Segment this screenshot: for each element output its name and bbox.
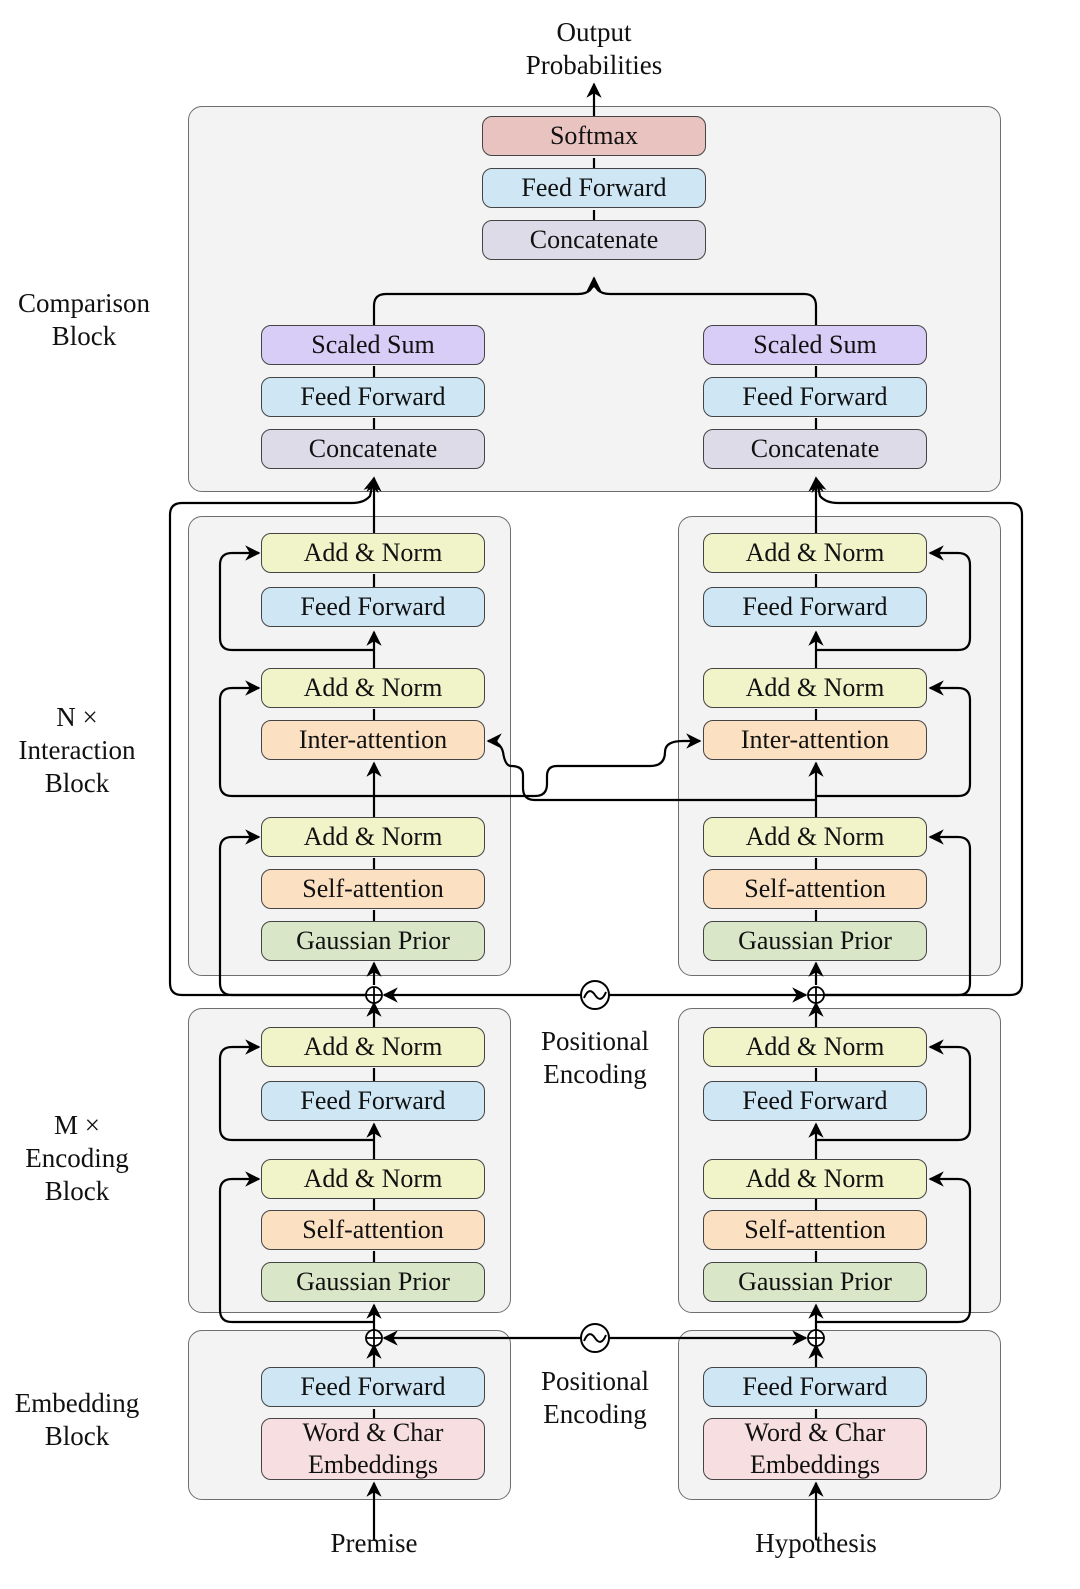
positional-encoding-label-lower: Positional Encoding: [515, 1365, 675, 1431]
sum-nodes: [365, 986, 825, 1347]
interaction-add-norm-2-right: Add & Norm: [703, 668, 927, 708]
softmax-block: Softmax: [482, 116, 706, 156]
embeddings-label-line-1: Word & Char: [302, 1418, 444, 1447]
encoding-gaussian-prior-left: Gaussian Prior: [261, 1262, 485, 1302]
output-probabilities-label: Output Probabilities: [494, 16, 694, 82]
interaction-feed-forward-right: Feed Forward: [703, 587, 927, 627]
output-label-line-1: Output: [556, 17, 632, 47]
comparison-concatenate-left: Concatenate: [261, 429, 485, 469]
interaction-add-norm-1-right: Add & Norm: [703, 817, 927, 857]
pe-label-line-2: Encoding: [543, 1399, 647, 1429]
premise-input-label: Premise: [330, 1528, 418, 1558]
comparison-block-label: Comparison Block: [4, 287, 164, 353]
interaction-add-norm-1-left: Add & Norm: [261, 817, 485, 857]
top-feed-forward-block: Feed Forward: [482, 168, 706, 208]
interaction-block-label: N × Interaction Block: [0, 701, 154, 800]
embedding-feed-forward-right: Feed Forward: [703, 1367, 927, 1407]
encoding-add-norm-2-left: Add & Norm: [261, 1027, 485, 1067]
comparison-label-line-2: Block: [51, 321, 117, 351]
output-label-line-2: Probabilities: [525, 50, 663, 80]
comparison-feed-forward-right: Feed Forward: [703, 377, 927, 417]
interaction-feed-forward-left: Feed Forward: [261, 587, 485, 627]
scaled-sum-right: Scaled Sum: [703, 325, 927, 365]
interaction-add-norm-2-left: Add & Norm: [261, 668, 485, 708]
comparison-concatenate-right: Concatenate: [703, 429, 927, 469]
embedding-block-label: Embedding Block: [0, 1387, 154, 1453]
encoding-label-line-3: Block: [44, 1176, 110, 1206]
word-char-embeddings-right: Word & Char Embeddings: [703, 1418, 927, 1480]
encoding-block-label: M × Encoding Block: [0, 1109, 154, 1208]
embedding-label-line-2: Block: [44, 1421, 110, 1451]
interaction-gaussian-prior-right: Gaussian Prior: [703, 921, 927, 961]
encoding-self-attention-left: Self-attention: [261, 1210, 485, 1250]
pe-label-line-1: Positional: [540, 1366, 649, 1396]
interaction-label-line-3: Block: [44, 768, 110, 798]
embeddings-label-line-1: Word & Char: [744, 1418, 886, 1447]
inter-attention-right: Inter-attention: [703, 720, 927, 760]
encoding-add-norm-2-right: Add & Norm: [703, 1027, 927, 1067]
encoding-add-norm-1-left: Add & Norm: [261, 1159, 485, 1199]
scaled-sum-left: Scaled Sum: [261, 325, 485, 365]
interaction-label-line-2: Interaction: [18, 735, 136, 765]
interaction-label-line-1: N ×: [56, 702, 98, 732]
embedding-feed-forward-left: Feed Forward: [261, 1367, 485, 1407]
hypothesis-input-label: Hypothesis: [755, 1528, 877, 1558]
word-char-embeddings-left: Word & Char Embeddings: [261, 1418, 485, 1480]
interaction-add-norm-3-right: Add & Norm: [703, 533, 927, 573]
positional-encoding-label-upper: Positional Encoding: [515, 1025, 675, 1091]
encoding-label-line-2: Encoding: [25, 1143, 129, 1173]
encoding-add-norm-1-right: Add & Norm: [703, 1159, 927, 1199]
encoding-feed-forward-right: Feed Forward: [703, 1081, 927, 1121]
embeddings-label-line-2: Embeddings: [750, 1450, 880, 1479]
encoding-feed-forward-left: Feed Forward: [261, 1081, 485, 1121]
interaction-self-attention-left: Self-attention: [261, 869, 485, 909]
embeddings-label-line-2: Embeddings: [308, 1450, 438, 1479]
inter-attention-left: Inter-attention: [261, 720, 485, 760]
encoding-gaussian-prior-right: Gaussian Prior: [703, 1262, 927, 1302]
embedding-label-line-1: Embedding: [14, 1388, 140, 1418]
interaction-add-norm-3-left: Add & Norm: [261, 533, 485, 573]
top-concatenate-block: Concatenate: [482, 220, 706, 260]
interaction-self-attention-right: Self-attention: [703, 869, 927, 909]
pe-label-line-2: Encoding: [543, 1059, 647, 1089]
positional-encoding-icons: [580, 980, 610, 1353]
encoding-label-line-1: M ×: [54, 1110, 100, 1140]
comparison-feed-forward-left: Feed Forward: [261, 377, 485, 417]
comparison-label-line-1: Comparison: [18, 288, 150, 318]
interaction-gaussian-prior-left: Gaussian Prior: [261, 921, 485, 961]
pe-label-line-1: Positional: [540, 1026, 649, 1056]
encoding-self-attention-right: Self-attention: [703, 1210, 927, 1250]
